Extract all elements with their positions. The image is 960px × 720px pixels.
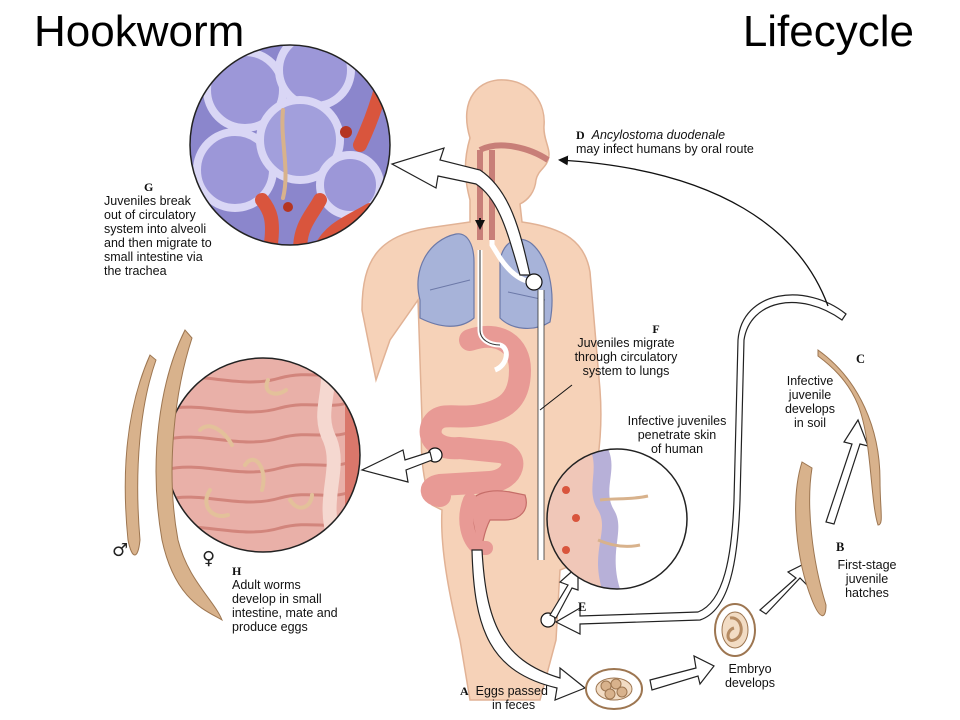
label-a-letter: A [460, 684, 469, 698]
label-e-line: penetrate skin [637, 428, 717, 442]
label-f-letter: F [652, 322, 660, 336]
label-c-line: Infective [786, 374, 834, 388]
label-b-line: juvenile [845, 572, 889, 586]
label-c-line: juvenile [788, 388, 832, 402]
title-lifecycle: Lifecycle [742, 7, 914, 56]
label-e: Infective juveniles penetrate skin of hu… [612, 414, 742, 456]
label-h-line: produce eggs [232, 620, 308, 634]
label-c: Infective juvenile develops in soil [770, 374, 850, 430]
label-g-line: out of circulatory [104, 208, 196, 222]
label-c-letter: C [856, 352, 866, 366]
label-d: D Ancylostoma duodenale may infect human… [576, 128, 806, 156]
label-e-line: Infective juveniles [627, 414, 727, 428]
label-g-line: system into alveoli [104, 222, 207, 236]
label-h-letter: H [232, 564, 242, 578]
label-d-letter: D [576, 128, 585, 142]
label-d-text: may infect humans by oral route [576, 142, 754, 156]
label-f-line: through circulatory [574, 350, 678, 364]
label-f-line: Juveniles migrate [577, 336, 675, 350]
oral-route-arrow [558, 155, 829, 307]
intestine-magnified-view [165, 357, 361, 553]
adult-worms [124, 329, 224, 622]
label-b-letter: B [836, 540, 845, 554]
label-e-line: of human [650, 442, 704, 456]
label-g-line: small intestine via [104, 250, 203, 264]
label-h-line: develop in small [232, 592, 322, 606]
lung-connector-circle [525, 273, 543, 291]
label-g: G Juveniles break out of circulatory sys… [104, 180, 254, 278]
male-symbol: ♂ [112, 540, 129, 561]
label-g-line: and then migrate to [104, 236, 212, 250]
label-b-line: hatches [845, 586, 889, 600]
label-a-text: in feces [492, 698, 536, 712]
label-a-text: Eggs passed [475, 684, 548, 698]
label-d-species: Ancylostoma duodenale [591, 128, 726, 142]
juvenile-worms [795, 349, 882, 617]
label-e-letter: E [578, 600, 587, 614]
label-embryo-line: Embryo [728, 662, 772, 676]
label-b: First-stage juvenile hatches [822, 558, 912, 600]
label-c-line: develops [784, 402, 836, 416]
label-embryo-line: develops [724, 676, 776, 690]
label-embryo: Embryo develops [710, 662, 790, 690]
embryo-egg [714, 603, 756, 657]
label-h-line: Adult worms [232, 578, 301, 592]
female-symbol: ♀ [202, 548, 216, 569]
label-g-letter: G [144, 180, 154, 194]
label-c-line: in soil [794, 416, 826, 430]
digestive-tract [419, 325, 532, 561]
skin-connector-circle [540, 612, 556, 628]
skin-magnified-view [546, 448, 688, 590]
label-g-line: Juveniles break [104, 194, 191, 208]
title-hookworm: Hookworm [34, 7, 245, 56]
label-h: H Adult worms develop in small intestine… [232, 564, 372, 634]
label-a: A Eggs passed in feces [460, 684, 580, 712]
label-g-line: the trachea [104, 264, 167, 278]
egg-in-feces [585, 668, 643, 710]
label-h-line: intestine, mate and [232, 606, 338, 620]
label-f: F Juveniles migrate through circulatory … [556, 322, 696, 378]
label-f-line: system to lungs [582, 364, 670, 378]
label-b-line: First-stage [837, 558, 897, 572]
